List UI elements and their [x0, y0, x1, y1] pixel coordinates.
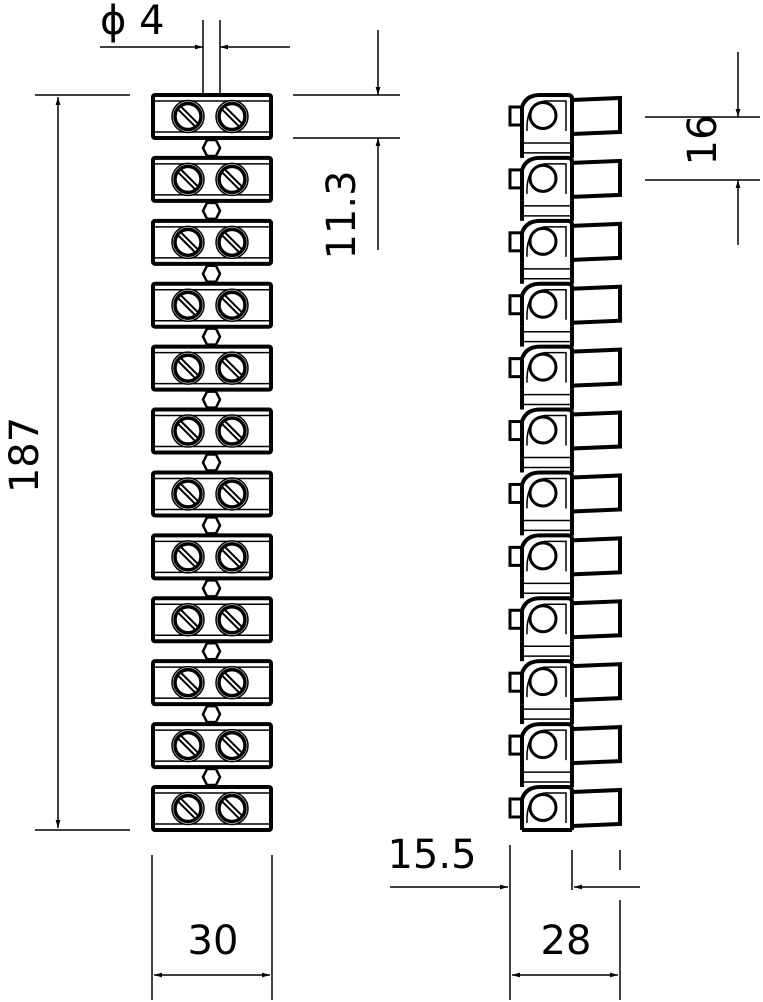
terminal-block: [151, 785, 273, 832]
depth-label: 28: [541, 918, 592, 964]
terminal-block: [151, 155, 273, 221]
screw-icon: [215, 603, 249, 637]
terminal-block: [151, 470, 273, 535]
terminal-side: [508, 785, 622, 832]
screw-icon: [215, 665, 249, 700]
terminal-side: [508, 470, 622, 536]
screw-icon: [171, 540, 205, 574]
screw-icon: [171, 99, 205, 134]
dimension-lines: [35, 20, 760, 1000]
terminal-block: [151, 281, 273, 346]
screw-icon: [215, 791, 249, 826]
screw-icon: [215, 540, 249, 574]
screw-icon: [215, 288, 249, 322]
screw-icon: [171, 728, 205, 763]
side-view: [508, 93, 622, 832]
terminal-block: [151, 659, 273, 724]
width-label: 30: [188, 918, 239, 964]
screw-icon: [215, 414, 249, 448]
terminal-side: [508, 596, 622, 662]
screw-icon: [171, 791, 205, 826]
terminal-side: [508, 281, 622, 347]
terminal-block: [151, 344, 273, 409]
terminal-block: [151, 407, 273, 472]
terminal-side: [508, 407, 622, 473]
terminal-block: [151, 218, 273, 284]
terminal-block: [151, 93, 273, 158]
terminal-side: [508, 659, 622, 725]
screw-icon: [215, 477, 249, 511]
terminal-side: [508, 218, 622, 284]
screw-icon: [171, 162, 205, 197]
terminal-side: [508, 344, 622, 410]
front-view: [151, 93, 273, 832]
terminal-side: [508, 93, 622, 158]
screw-icon: [215, 728, 249, 763]
screw-icon: [171, 351, 205, 385]
overall-length-label: 187: [2, 417, 48, 493]
terminal-side: [508, 155, 622, 221]
screw-icon: [171, 414, 205, 448]
diameter-label: ϕ 4: [100, 0, 165, 44]
screw-icon: [171, 288, 205, 322]
terminal-block: [151, 722, 273, 787]
terminal-side: [508, 533, 622, 599]
screw-icon: [215, 99, 249, 134]
screw-icon: [171, 477, 205, 511]
terminal-block: [151, 596, 273, 661]
screw-icon: [171, 225, 205, 260]
screw-icon: [215, 162, 249, 197]
terminal-block: [151, 533, 273, 598]
screw-icon: [171, 603, 205, 637]
pitch-label: 11.3: [319, 170, 365, 259]
screw-icon: [171, 665, 205, 700]
side-pitch-label: 16: [680, 115, 726, 166]
terminal-side: [508, 722, 622, 787]
screw-icon: [215, 225, 249, 260]
offset-label: 15.5: [387, 832, 476, 878]
screw-icon: [215, 351, 249, 385]
